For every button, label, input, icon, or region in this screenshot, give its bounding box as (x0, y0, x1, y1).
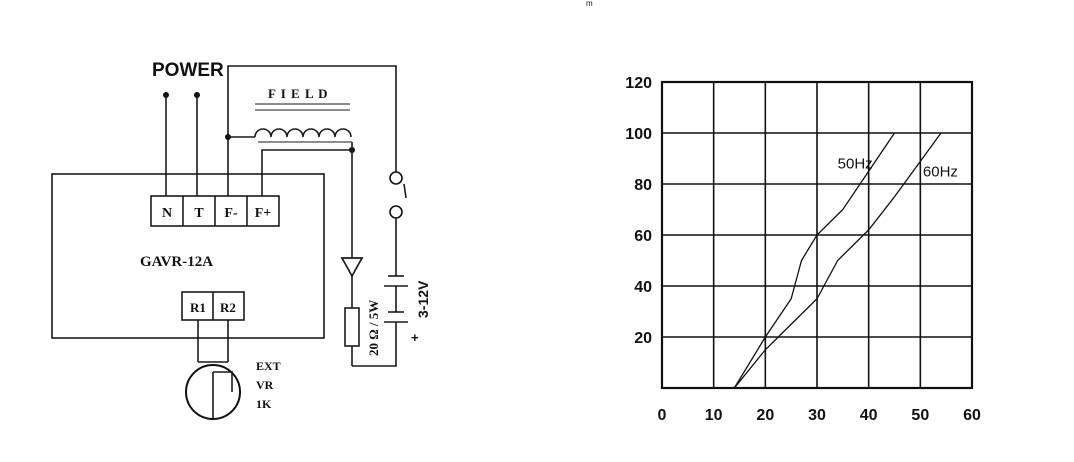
corner-mark: m (586, 0, 593, 8)
device-label: GAVR-12A (140, 254, 213, 270)
ext-vr-line-1: EXT (256, 359, 281, 373)
series-label-60hz: 60Hz (923, 163, 958, 180)
x-tick-label: 10 (705, 407, 723, 424)
diode (340, 257, 364, 308)
potentiometer (185, 364, 241, 420)
terminal-t: T (194, 206, 204, 221)
ext-vr-line-2: VR (256, 378, 274, 392)
x-tick-label: 20 (756, 407, 774, 424)
power-wire-n (163, 92, 169, 196)
x-tick-label: 50 (911, 407, 929, 424)
device-box (51, 173, 325, 339)
terminal-r1: R1 (190, 300, 206, 315)
y-tick-labels: 20 40 60 80 100 120 (625, 75, 652, 347)
y-tick-label: 60 (634, 228, 652, 245)
plus-sign: + (411, 330, 419, 345)
ext-vr-line-3: 1K (256, 397, 272, 411)
resistor (344, 307, 397, 367)
resistor-label: 20 Ω / 5W (366, 300, 381, 356)
chart-series: 50Hz 60Hz (733, 132, 958, 389)
voltage-frequency-chart: 20 40 60 80 100 120 0 10 20 30 40 50 60 50Hz 60Hz (625, 75, 981, 424)
x-tick-label: 0 (658, 407, 667, 424)
terminal-n: N (162, 206, 172, 221)
field-coil (225, 128, 352, 143)
x-tick-labels: 0 10 20 30 40 50 60 (658, 407, 981, 424)
x-tick-label: 60 (963, 407, 981, 424)
series-line-60hz (733, 132, 942, 389)
y-tick-label: 120 (625, 75, 652, 92)
switch-wire (227, 65, 407, 276)
terminal-f-plus: F+ (255, 206, 272, 221)
terminal-f-minus: F- (224, 206, 238, 221)
fplus-wire (261, 142, 355, 258)
y-tick-label: 20 (634, 330, 652, 347)
y-tick-label: 40 (634, 279, 652, 296)
series-label-50hz: 50Hz (838, 156, 873, 173)
series-line-50hz (733, 132, 896, 389)
terminal-block: N T F- F+ (150, 195, 280, 227)
wiring-diagram: POWER F I E L D (51, 0, 593, 420)
pot-terminal-block: R1 R2 (181, 291, 245, 321)
x-tick-label: 40 (860, 407, 878, 424)
power-label: POWER (152, 60, 224, 81)
voltage-label: 3-12V (415, 280, 431, 318)
x-tick-label: 30 (808, 407, 826, 424)
field-label: F I E L D (268, 86, 329, 101)
y-tick-label: 80 (634, 177, 652, 194)
y-tick-label: 100 (625, 126, 652, 143)
power-wire-t (194, 92, 200, 196)
battery (384, 275, 408, 330)
terminal-r2: R2 (220, 300, 236, 315)
